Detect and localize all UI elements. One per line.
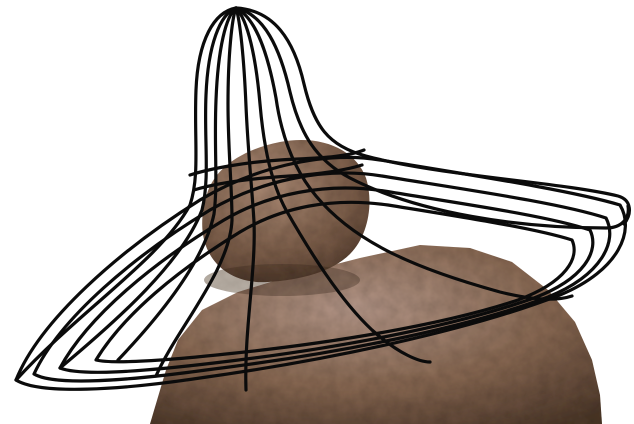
photo-scene xyxy=(0,0,634,424)
